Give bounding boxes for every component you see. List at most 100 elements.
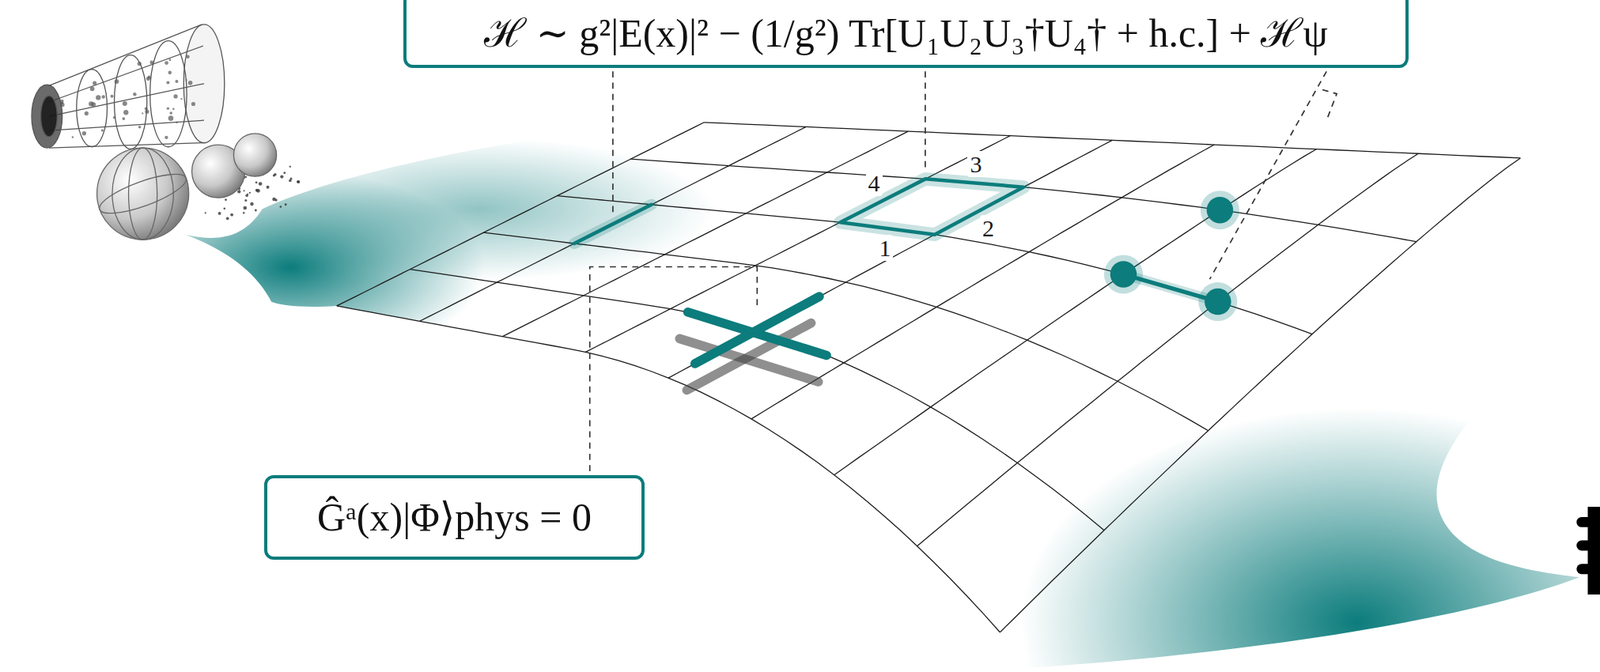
nucleus-ring xyxy=(128,147,158,240)
detector-illustration xyxy=(31,24,225,149)
collision-debris xyxy=(224,198,227,201)
link-number: 1 xyxy=(876,234,893,261)
collision-debris xyxy=(279,174,284,178)
formula-text: Ĝᵃ(x)|Φ⟩phys = 0 xyxy=(317,495,592,541)
collision-debris xyxy=(249,192,251,194)
collision-debris xyxy=(273,173,277,176)
detector-opening xyxy=(31,84,63,148)
collision-debris xyxy=(284,203,288,206)
detector-mesh xyxy=(49,24,207,148)
nuclei-illustration xyxy=(95,133,277,240)
fermion-glow xyxy=(1200,190,1240,230)
detector-hit xyxy=(149,60,154,65)
leader-line xyxy=(924,71,927,172)
fermion-site xyxy=(1206,196,1234,224)
lattice-line xyxy=(336,306,1001,633)
collision-debris xyxy=(289,165,292,167)
detector-hit xyxy=(138,125,141,129)
detector-hit xyxy=(113,116,116,119)
collision-debris xyxy=(245,194,249,198)
detector-hit xyxy=(175,121,178,125)
lattice-line xyxy=(585,136,1010,353)
detector-hit xyxy=(132,92,137,96)
collision-debris xyxy=(296,180,300,184)
detector-hit xyxy=(114,79,120,84)
detector-hit xyxy=(137,61,142,66)
detector-hit xyxy=(147,75,152,80)
detector-hit xyxy=(60,99,65,104)
edge-icon-prong xyxy=(1576,540,1595,552)
edge-icon-prong xyxy=(1576,517,1595,528)
edge-icon xyxy=(1576,506,1600,595)
collision-debris xyxy=(237,189,241,193)
detector-hit xyxy=(141,112,144,114)
collision-debris xyxy=(243,189,246,192)
collision-debris xyxy=(204,211,207,214)
detector-hit xyxy=(90,86,95,91)
edge-icon-prong xyxy=(1576,563,1595,575)
fermion-glow xyxy=(1198,282,1237,322)
detector-hit xyxy=(168,115,174,122)
detector-hit xyxy=(60,102,65,107)
detector-hit xyxy=(185,54,190,58)
collision-debris xyxy=(244,199,247,202)
detector-hit xyxy=(144,109,149,114)
detector-hit xyxy=(95,94,101,100)
collision-debris xyxy=(230,213,234,217)
leader-line xyxy=(1210,71,1328,280)
collision-debris xyxy=(243,206,248,211)
collision-debris xyxy=(255,181,258,184)
detector-hit xyxy=(90,102,96,107)
fermion-glow xyxy=(1104,254,1143,294)
nucleus-ring xyxy=(112,147,174,240)
collision-debris xyxy=(226,216,230,220)
lattice-line xyxy=(630,158,1416,242)
detector-hit xyxy=(167,71,172,76)
collision-debris xyxy=(256,189,261,193)
detector-hit xyxy=(110,94,114,99)
collision-debris xyxy=(258,181,263,186)
detector-opening xyxy=(41,95,58,137)
lattice-line xyxy=(917,153,1419,546)
collision-debris xyxy=(266,185,270,190)
lattice-line xyxy=(336,122,704,307)
detector-hit xyxy=(82,131,87,136)
gauss-cross xyxy=(695,296,820,364)
detector-ring xyxy=(114,55,148,150)
formula-box: Ĝᵃ(x)|Φ⟩phys = 0 xyxy=(264,475,645,560)
nucleus xyxy=(97,147,190,240)
detector-hit xyxy=(168,58,171,61)
lattice-line xyxy=(999,158,1521,633)
detector-hit xyxy=(102,94,106,99)
link-number: 3 xyxy=(967,151,984,178)
leader-line xyxy=(1322,90,1337,122)
lattice-line xyxy=(556,196,1313,335)
lattice-line xyxy=(668,139,1113,379)
lattice-line xyxy=(502,131,908,337)
detector-hit xyxy=(84,111,89,116)
formula-text: ℋ ∼ g²|E(x)|² − (1/g²) Tr[U₁U₂U₃†U₄† + h… xyxy=(484,11,1328,57)
collision-debris xyxy=(223,207,226,210)
lattice-line xyxy=(703,122,1521,159)
detector-hit xyxy=(101,128,104,132)
leader-line xyxy=(612,71,614,216)
collision-debris xyxy=(283,171,286,174)
leader-line xyxy=(590,266,758,471)
detector-ring xyxy=(76,69,108,148)
detector-hit xyxy=(188,80,193,86)
fermion-site xyxy=(1204,288,1232,316)
link-number: 4 xyxy=(866,170,883,197)
nucleus-ring xyxy=(95,166,191,222)
detector-ring xyxy=(150,41,187,148)
surface-glow xyxy=(1020,408,1600,672)
detector-hit xyxy=(92,80,97,85)
detector-hit xyxy=(191,102,196,106)
detector-hit xyxy=(71,136,74,138)
collision-debris xyxy=(254,208,258,212)
collision-debris xyxy=(218,211,222,216)
link-number: 2 xyxy=(979,215,997,242)
collision-debris xyxy=(249,202,254,206)
detector-hit xyxy=(123,109,129,115)
detector-hit xyxy=(174,79,178,84)
